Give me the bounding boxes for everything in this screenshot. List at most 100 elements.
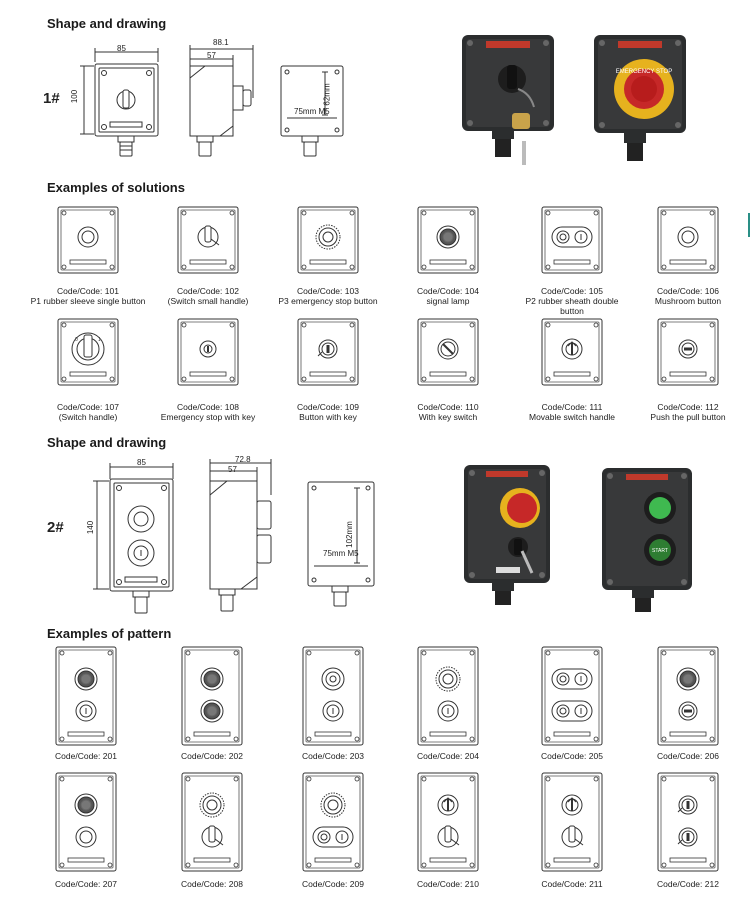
model-1-plate-text: EMERGENCY STOP [616, 69, 672, 75]
dim-height-2: 140 [86, 520, 96, 535]
pattern-code: Code/Code: 203 [302, 751, 364, 761]
svg-text:1: 1 [98, 337, 101, 343]
pattern-code: Code/Code: 208 [181, 879, 243, 889]
pattern-code: Code/Code: 209 [302, 879, 364, 889]
edge-accent [748, 213, 750, 237]
dim-mount-height-2: 102mm [344, 521, 354, 548]
section-title-solutions: Examples of solutions [47, 180, 185, 195]
solution-diagram-9 [297, 318, 359, 386]
solution-diagram-10 [417, 318, 479, 386]
solution-code: Code/Code: 109 [297, 402, 359, 412]
pattern-diagram-211 [541, 772, 603, 872]
pattern-diagram-203 [302, 646, 364, 746]
dim-depth-2: 72.8 [235, 455, 251, 464]
dim-depth-1: 88.1 [213, 38, 229, 47]
pattern-code: Code/Code: 201 [55, 751, 117, 761]
model-1-photo-key-switch [462, 35, 554, 165]
pattern-code: Code/Code: 211 [541, 879, 603, 889]
svg-text:0: 0 [75, 337, 78, 343]
model-2-photo-start-stop: START [602, 468, 692, 612]
dim-mount-width-2: 75mm M5 [323, 549, 359, 558]
solution-description: Emergency stop with key [160, 412, 256, 422]
pattern-code: Code/Code: 202 [181, 751, 243, 761]
section-title-shape-1: Shape and drawing [47, 16, 167, 31]
solution-description: P1 rubber sleeve single button [30, 296, 146, 306]
solution-diagram-12 [657, 318, 719, 386]
model-1-photo-emergency-stop: EMERGENCY STOP [594, 35, 686, 161]
pattern-code: Code/Code: 212 [657, 879, 719, 889]
solution-diagram-1 [57, 206, 119, 274]
solution-code: Code/Code: 102 [177, 286, 239, 296]
solution-caption: Code/Code: 102(Switch small handle) [149, 286, 267, 306]
solution-diagram-4 [417, 206, 479, 274]
solution-code: Code/Code: 103 [297, 286, 359, 296]
pattern-code: Code/Code: 204 [417, 751, 479, 761]
solution-description: With key switch [418, 412, 478, 422]
section-title-shape-2: Shape and drawing [47, 435, 167, 450]
solution-description: Mushroom button [654, 296, 722, 306]
solution-diagram-11 [541, 318, 603, 386]
solution-description: P3 emergency stop button [278, 296, 378, 306]
solution-code: Code/Code: 107 [57, 402, 119, 412]
dim-width-1: 85 [117, 44, 126, 53]
model-2-plate-text: START [652, 548, 668, 554]
pattern-diagram-212 [657, 772, 719, 872]
pattern-diagram-207 [55, 772, 117, 872]
solution-code: Code/Code: 111 [541, 402, 603, 412]
solution-description: (Switch small handle) [167, 296, 249, 306]
model-2-side-drawing [209, 459, 272, 612]
solution-code: Code/Code: 104 [417, 286, 479, 296]
solution-code: Code/Code: 112 [657, 402, 719, 412]
solution-diagram-5 [541, 206, 603, 274]
solution-description: P2 rubber sheath double button [525, 296, 619, 316]
solution-code: Code/Code: 101 [57, 286, 119, 296]
pattern-code: Code/Code: 210 [417, 879, 479, 889]
model-2-front-drawing [93, 463, 174, 614]
solution-description: (Switch handle) [58, 412, 118, 422]
solution-code: Code/Code: 106 [657, 286, 719, 296]
pattern-code: Code/Code: 207 [55, 879, 117, 889]
model-1-front-drawing [80, 48, 159, 157]
dim-mount-width-1: 75mm M5 [294, 107, 330, 116]
solution-description: Movable switch handle [529, 412, 615, 422]
dim-width-2: 85 [137, 458, 146, 467]
solution-caption: Code/Code: 107(Switch handle) [29, 402, 147, 422]
pattern-diagram-206 [657, 646, 719, 746]
solution-description: Button with key [299, 412, 357, 422]
solution-code: Code/Code: 110 [417, 402, 479, 412]
pattern-diagram-201 [55, 646, 117, 746]
pattern-code: Code/Code: 206 [657, 751, 719, 761]
pattern-code: Code/Code: 205 [541, 751, 603, 761]
solution-code: Code/Code: 108 [177, 402, 239, 412]
dim-depth2-2: 57 [228, 465, 237, 474]
pattern-diagram-208 [181, 772, 243, 872]
dim-height-1: 100 [70, 89, 80, 104]
model-1-mount-drawing [280, 65, 344, 157]
solution-description: Push the pull button [650, 412, 726, 422]
solution-diagram-2 [177, 206, 239, 274]
model-1-label: 1# [43, 90, 60, 107]
model-2-mount-drawing [307, 481, 375, 607]
dim-mount-height-1: 62mm [322, 83, 332, 106]
solution-code: Code/Code: 105 [541, 286, 603, 296]
pattern-diagram-202 [181, 646, 243, 746]
solution-diagram-3 [297, 206, 359, 274]
model-2-photo-estop-key [464, 465, 550, 605]
solution-diagram-6 [657, 206, 719, 274]
pattern-diagram-204 [417, 646, 479, 746]
solution-description: signal lamp [426, 296, 470, 306]
pattern-diagram-205 [541, 646, 603, 746]
model-2-label: 2# [47, 519, 64, 536]
solution-diagram-8 [177, 318, 239, 386]
model-1-side-drawing [189, 45, 254, 157]
dim-depth2-1: 57 [207, 51, 216, 60]
